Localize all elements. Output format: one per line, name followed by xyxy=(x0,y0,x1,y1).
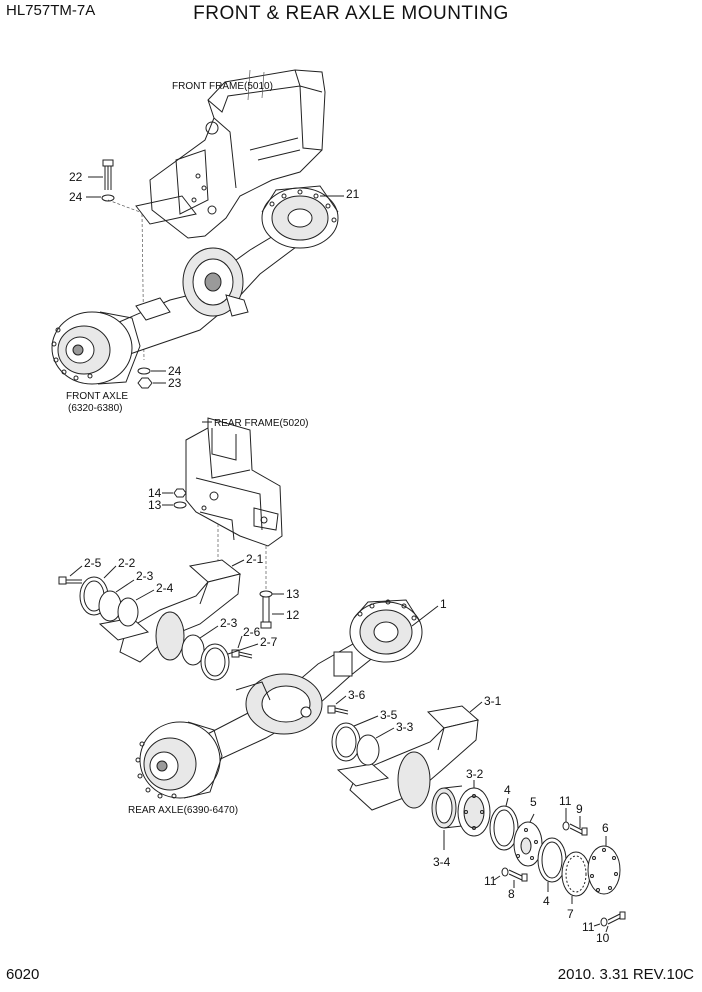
bolt-8 xyxy=(501,867,528,882)
callout-3-1: 3-1 xyxy=(484,694,502,708)
callout-2-1: 2-1 xyxy=(246,552,264,566)
callout-9: 9 xyxy=(576,802,583,816)
nut-14 xyxy=(173,488,187,498)
washer-13-upper xyxy=(173,501,187,509)
rear-frame-label: REAR FRAME(5020) xyxy=(214,418,308,429)
callout-2-2: 2-2 xyxy=(118,556,136,570)
callout-10: 10 xyxy=(596,931,610,945)
callout-23: 23 xyxy=(168,376,182,390)
callout-3-6: 3-6 xyxy=(348,688,366,702)
callout-14: 14 xyxy=(148,486,162,500)
bolt-3-6 xyxy=(327,705,349,715)
bolt-2-6 xyxy=(231,649,253,659)
callout-13-upper: 13 xyxy=(148,498,162,512)
front-axle-serial-range: (6320-6380) xyxy=(68,403,122,414)
rear-frame-drawing xyxy=(185,417,283,590)
ring-2-4 xyxy=(117,597,139,627)
callout-3-5: 3-5 xyxy=(380,708,398,722)
callout-22: 22 xyxy=(69,170,83,184)
callout-8: 8 xyxy=(508,887,515,901)
callout-24-lower: 24 xyxy=(168,364,182,378)
callout-24-upper: 24 xyxy=(69,190,83,204)
callout-4-upper: 4 xyxy=(504,783,511,797)
model-code: HL757TM-7A xyxy=(6,2,96,19)
callout-3-4: 3-4 xyxy=(433,855,451,869)
front-washer-24 xyxy=(137,367,151,375)
callout-2-5: 2-5 xyxy=(84,556,102,570)
page-number: 6020 xyxy=(6,966,40,983)
callout-3-2: 3-2 xyxy=(466,767,484,781)
ring-3-3 xyxy=(356,734,380,766)
callout-2-7: 2-7 xyxy=(260,635,278,649)
callout-7: 7 xyxy=(567,907,574,921)
callout-11-middle: 11 xyxy=(484,874,497,888)
callout-21: 21 xyxy=(346,187,360,201)
bushing-3-4 xyxy=(431,785,463,829)
rear-axle-drawing xyxy=(135,599,423,799)
callout-4-lower: 4 xyxy=(543,894,550,908)
trunnion-bracket-2-1 xyxy=(98,559,242,663)
revision-date: 2010. 3.31 REV.10C xyxy=(557,966,694,983)
callout-3-3: 3-3 xyxy=(396,720,414,734)
callout-2-3-left: 2-3 xyxy=(136,569,154,583)
bolt-2-5 xyxy=(58,576,82,585)
callout-13-lower: 13 xyxy=(286,587,300,601)
callout-2-6: 2-6 xyxy=(243,625,261,639)
front-nut-23 xyxy=(137,377,153,389)
callout-11-upper: 11 xyxy=(559,794,572,808)
cover-6 xyxy=(587,845,621,895)
callout-6: 6 xyxy=(602,821,609,835)
cap-3-2 xyxy=(457,787,491,837)
bolt-9 xyxy=(562,821,588,836)
front-frame-label: FRONT FRAME(5010) xyxy=(172,81,273,92)
trunnion-bracket-3-1 xyxy=(336,705,480,811)
callout-5: 5 xyxy=(530,795,537,809)
callout-2-3-right: 2-3 xyxy=(220,616,238,630)
bolt-12 xyxy=(259,590,273,629)
callout-11-lower: 11 xyxy=(582,920,595,934)
callout-12: 12 xyxy=(286,608,300,622)
page-title: FRONT & REAR AXLE MOUNTING xyxy=(193,3,509,24)
bolt-10 xyxy=(600,911,626,927)
front-axle-label: FRONT AXLE xyxy=(66,391,128,402)
callout-2-4: 2-4 xyxy=(156,581,174,595)
retainer-plate-5 xyxy=(513,821,543,867)
callout-1: 1 xyxy=(440,597,447,611)
rear-axle-label: REAR AXLE(6390-6470) xyxy=(128,805,238,816)
front-axle-drawing xyxy=(51,185,339,385)
ring-2-3-left xyxy=(98,590,122,622)
front-frame-drawing xyxy=(135,69,326,239)
